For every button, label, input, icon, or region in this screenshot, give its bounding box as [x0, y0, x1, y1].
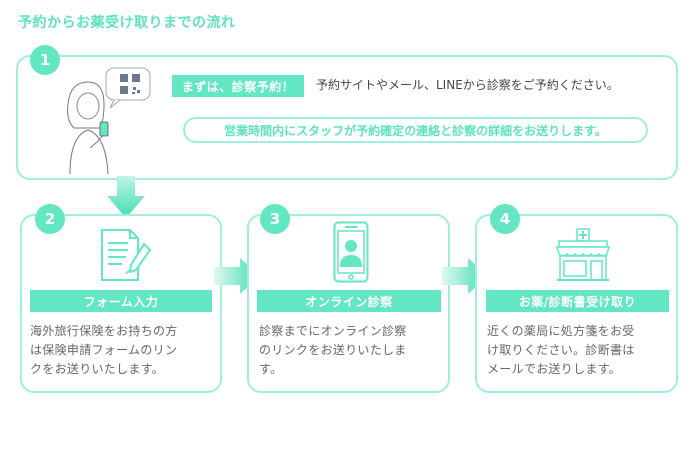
step-4-desc-line: け取りください。診断書は [487, 343, 635, 357]
step-4-desc-line: メールでお送りします。 [487, 362, 622, 376]
step-1-note: 営業時間内にスタッフが予約確定の連絡と診察の詳細をお送りします。 [183, 117, 648, 143]
step-4-description: 近くの薬局に処方箋をお受 け取りください。診断書は メールでお送りします。 [487, 322, 635, 379]
step-2-description: 海外旅行保険をお持ちの方 は保険申請フォームのリン クをお送りいたします。 [30, 322, 178, 379]
page-title: 予約からお薬受け取りまでの流れ [18, 15, 236, 31]
step-4-desc-line: 近くの薬局に処方箋をお受 [487, 324, 635, 338]
arrow-down-icon [107, 176, 145, 218]
step-1-number: 1 [30, 45, 60, 75]
step-2-desc-line: クをお送りいたします。 [30, 362, 165, 376]
form-document-icon [101, 229, 152, 281]
step-1-tag: まずは、診察予約！ [172, 75, 304, 97]
step-2-tag: フォーム入力 [30, 290, 212, 312]
step-3-number: 3 [260, 204, 290, 234]
step-2-desc-line: 海外旅行保険をお持ちの方 [30, 324, 178, 338]
woman-with-phone-qr-icon [67, 67, 151, 175]
pharmacy-icon [556, 228, 610, 281]
step-3-desc-line: 診察までにオンライン診察 [259, 324, 407, 338]
step-3-description: 診察までにオンライン診察 のリンクをお送りいたしま す。 [259, 322, 407, 379]
step-2-number: 2 [35, 204, 65, 234]
smartphone-user-icon [333, 221, 369, 283]
step-4-tag: お薬/診断書受け取り [486, 290, 669, 312]
step-2-desc-line: は保険申請フォームのリン [30, 343, 178, 357]
step-4-number: 4 [490, 204, 520, 234]
step-3-tag: オンライン診察 [257, 290, 441, 312]
step-3-desc-line: す。 [259, 362, 283, 376]
step-3-desc-line: のリンクをお送りいたしま [259, 343, 407, 357]
step-1-text: 予約サイトやメール、LINEから診察をご予約ください。 [316, 78, 619, 92]
